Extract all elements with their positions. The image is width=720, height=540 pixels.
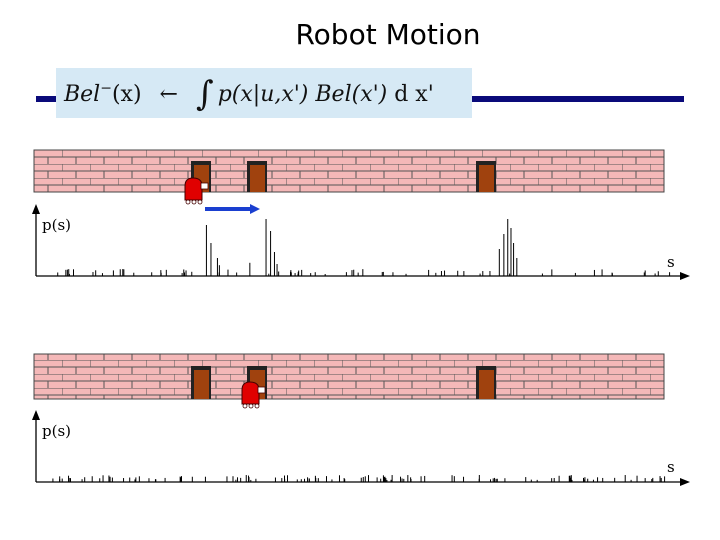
formula-lhs-sup: −: [100, 80, 112, 97]
slide-title: Robot Motion: [295, 18, 481, 51]
robot-bottom: [241, 381, 266, 409]
motion-update-formula: Bel−(x) ← ∫p(x|u,x') Bel(x') d x': [64, 74, 434, 114]
plot-top-belief: [205, 219, 518, 276]
door-top-2: [247, 161, 267, 192]
wall-top: [33, 149, 665, 193]
robot-top: [184, 177, 209, 205]
formula-arrow: ←: [159, 82, 178, 107]
plot-bottom-xlabel: s: [667, 458, 675, 476]
formula-integrand: p(x|u,x') Bel(x'): [217, 82, 388, 107]
plot-bottom-baseline-ticks: [52, 475, 666, 482]
door-bottom-3: [476, 366, 496, 399]
formula-differential: d x': [394, 82, 434, 107]
plot-bottom-ylabel: p(s): [42, 422, 72, 440]
plot-top-ylabel: p(s): [42, 216, 72, 234]
door-top-3: [476, 161, 496, 192]
motion-arrow: [205, 204, 260, 214]
formula-lhs: Bel: [64, 82, 101, 107]
plot-top-axes: [32, 204, 690, 280]
formula-integral: ∫: [195, 74, 214, 114]
plot-top-xlabel: s: [667, 253, 675, 271]
formula-box: [56, 68, 472, 118]
title-rule-right: [472, 96, 684, 102]
wall-bottom: [33, 353, 665, 400]
title-rule-left: [36, 96, 56, 102]
plot-bottom-axes: [32, 410, 690, 486]
formula-lhs-arg: (x): [111, 82, 142, 107]
plot-top-baseline-ticks: [57, 269, 671, 276]
door-bottom-1: [191, 366, 211, 399]
